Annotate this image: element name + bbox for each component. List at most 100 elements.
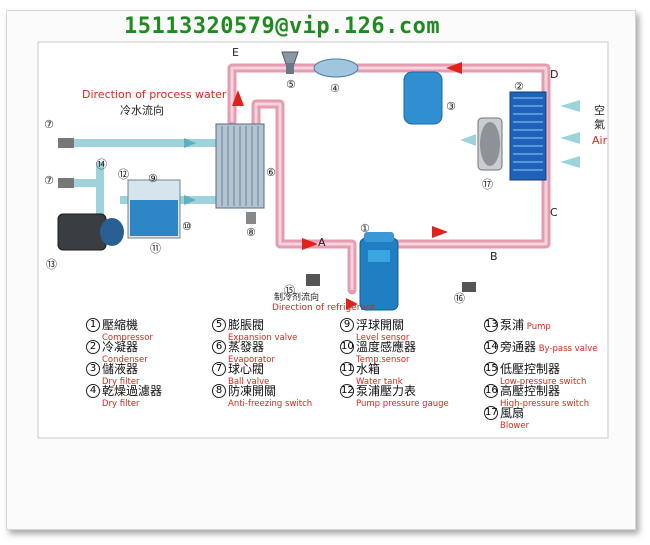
legend-number: 5 <box>212 317 226 332</box>
marker-3: ③ <box>446 100 456 113</box>
ball-valve-icon <box>58 138 74 188</box>
marker-12: ⑫ <box>118 168 129 181</box>
pump-icon <box>57 213 124 251</box>
receiver-icon <box>403 71 443 125</box>
legend-label-cn: 溫度感應器 <box>356 340 417 354</box>
legend-number: 17 <box>484 405 498 420</box>
legend-number: 1 <box>86 317 100 332</box>
legend-label-cn: 冷凝器 <box>102 340 139 354</box>
watermark-text: 15113320579@vip.126.com <box>124 14 441 39</box>
legend-label-en: Anti-freezing switch <box>228 399 313 409</box>
water-tank-icon <box>127 179 181 239</box>
point-label-d: D <box>550 68 559 81</box>
legend-label-en: Level sensor <box>356 333 410 343</box>
legend-label-en: Evaporator <box>228 355 275 365</box>
air-flow-arrows <box>460 100 580 168</box>
marker-2: ② <box>514 80 524 93</box>
point-label-c: C <box>550 206 558 219</box>
air-label-cn-1: 空 <box>594 104 605 117</box>
legend-number: 6 <box>212 339 226 354</box>
marker-16: ⑯ <box>454 292 465 305</box>
legend-label-en: Ball valve <box>228 377 270 387</box>
legend-label-en: Compressor <box>102 333 153 343</box>
marker-8: ⑧ <box>246 226 256 239</box>
legend-label-cn: 蒸發器 <box>228 340 265 354</box>
legend-label-en: Expansion valve <box>228 333 298 343</box>
legend-number: 7 <box>212 361 226 376</box>
marker-7b: ⑦ <box>44 174 54 187</box>
legend-label-cn: 旁通器 <box>500 340 537 354</box>
air-label-cn-2: 氣 <box>594 118 605 131</box>
legend-label-cn: 泵浦壓力表 <box>356 384 417 398</box>
compressor-icon <box>359 232 399 311</box>
refrigerant-direction-cn: 制冷剂流向 <box>274 293 320 303</box>
blower-icon <box>477 117 503 171</box>
legend-label-cn: 乾燥過濾器 <box>102 384 163 398</box>
marker-14: ⑭ <box>96 158 107 171</box>
marker-9: ⑨ <box>148 172 158 185</box>
water-flow-arrows <box>184 138 196 205</box>
legend-label-cn: 壓縮機 <box>102 318 139 332</box>
legend-number: 8 <box>212 383 226 398</box>
legend-number: 15 <box>484 361 498 376</box>
legend-label-cn: 浮球開關 <box>356 318 405 332</box>
marker-5: ⑤ <box>286 78 296 91</box>
dry-filter-icon <box>313 58 359 78</box>
legend-number: 10 <box>340 339 354 354</box>
marker-6: ⑥ <box>266 166 276 179</box>
anti-freeze-switch-icon <box>246 212 256 224</box>
marker-7a: ⑦ <box>44 118 54 131</box>
legend-label-cn: 膨脹閥 <box>228 318 265 332</box>
legend-label-en: By-pass valve <box>536 344 598 354</box>
legend-label-en: Low-pressure switch <box>500 377 587 387</box>
legend-label-en: Dry filter <box>102 399 140 409</box>
marker-15: ⑮ <box>284 284 295 297</box>
legend-label-en: Condenser <box>102 355 148 365</box>
legend-label-cn: 低壓控制器 <box>500 362 561 376</box>
legend-number: 11 <box>340 361 354 376</box>
low-pressure-switch-icon <box>306 274 320 286</box>
air-label-en: Air <box>592 134 608 147</box>
legend-label-cn: 球心閥 <box>228 362 265 376</box>
marker-13: ⑬ <box>46 258 57 271</box>
legend-label-cn: 風扇 <box>500 406 525 420</box>
legend-number: 12 <box>340 383 354 398</box>
evaporator-icon <box>215 123 265 209</box>
legend-label-en: Blower <box>500 421 530 431</box>
refrigerant-direction-en: Direction of refrigerant <box>272 303 376 313</box>
legend-label-en: Pump <box>524 322 551 332</box>
marker-17: ⑰ <box>482 178 493 191</box>
legend-label-en: Dry filter <box>102 377 140 387</box>
high-pressure-switch-icon <box>462 282 476 292</box>
legend-number: 3 <box>86 361 100 376</box>
legend-label-cn: 儲液器 <box>102 362 139 376</box>
legend-label-cn: 防凍開關 <box>228 384 277 398</box>
arrow-down-left <box>232 90 244 106</box>
legend-label-en: Temp.sensor <box>356 355 410 365</box>
legend-label-cn: 水箱 <box>356 362 381 376</box>
legend-label-en: Pump pressure gauge <box>356 399 449 409</box>
marker-10: ⑩ <box>182 220 192 233</box>
process-water-direction-en: Direction of process water <box>82 88 227 101</box>
legend-label-cn: 泵浦 <box>500 318 525 332</box>
legend-label-en: High-pressure switch <box>500 399 590 409</box>
point-label-a: A <box>318 236 326 249</box>
point-label-b: B <box>490 250 498 263</box>
marker-11: ⑪ <box>150 242 161 255</box>
refrigerant-flow-arrows <box>232 62 462 310</box>
